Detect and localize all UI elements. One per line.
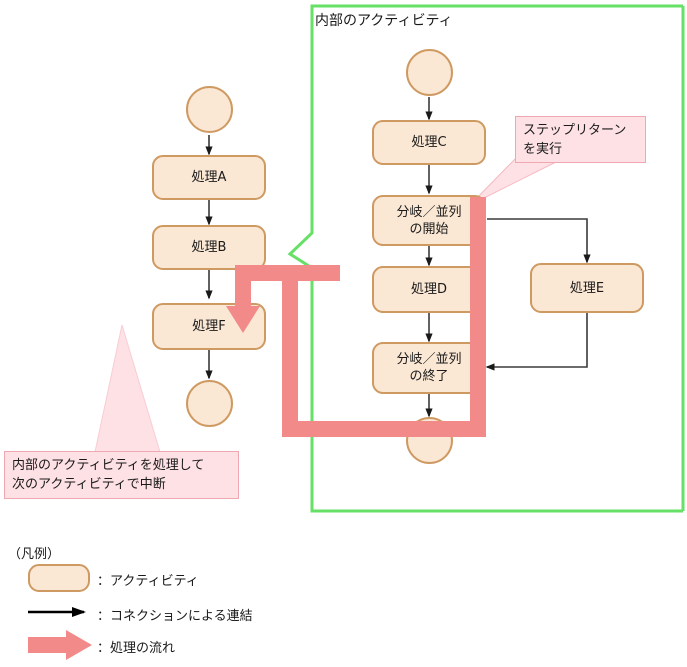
connector-fork-to-e bbox=[487, 218, 591, 264]
activity-node-a[interactable]: 処理A bbox=[152, 155, 266, 200]
activity-node-c[interactable]: 処理C bbox=[372, 120, 486, 165]
callout-interrupt-note: 内部のアクティビティを処理して 次のアクティビティで中断 bbox=[4, 451, 239, 499]
inner-start-circle bbox=[406, 49, 453, 96]
legend-activity-swatch-icon bbox=[28, 564, 90, 592]
legend-label-connection: ：コネクションによる連結 bbox=[97, 609, 253, 624]
legend-label-flow: ：処理の流れ bbox=[97, 641, 176, 656]
start-circle bbox=[186, 86, 233, 133]
activity-node-d[interactable]: 処理D bbox=[372, 266, 486, 313]
callout-step-return: ステップリターン を実行 bbox=[515, 116, 646, 163]
legend-label-activity: ：アクティビティ bbox=[97, 574, 199, 589]
activity-node-join[interactable]: 分岐／並列 の終了 bbox=[372, 342, 486, 394]
activity-node-e[interactable]: 処理E bbox=[530, 263, 644, 313]
activity-node-b[interactable]: 処理B bbox=[152, 225, 266, 270]
inner-activity-group-border bbox=[287, 4, 683, 513]
connector-e-to-join bbox=[485, 313, 588, 371]
group-title: 内部のアクティビティ bbox=[315, 13, 453, 29]
legend-title: （凡例） bbox=[8, 547, 61, 562]
end-circle bbox=[186, 380, 233, 427]
legend-flow-arrow-icon bbox=[28, 630, 92, 660]
